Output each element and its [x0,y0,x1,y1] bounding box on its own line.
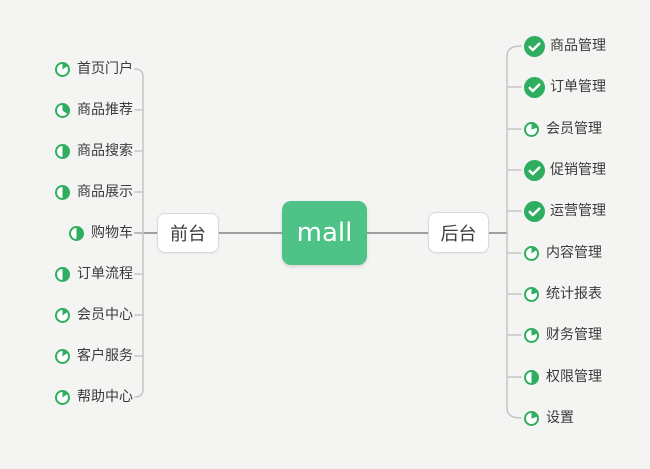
item-label: 财务管理 [546,327,602,343]
check-circle-icon [524,159,545,181]
pie-progress-icon [524,121,539,137]
item-label: 商品展示 [77,184,133,200]
pie-progress-icon [55,143,70,159]
item-label: 订单流程 [77,266,133,282]
mindmap-item-backend-7[interactable]: 财务管理 [524,324,602,346]
pie-progress-icon [55,102,70,118]
mindmap-item-backend-4[interactable]: 运营管理 [524,200,606,222]
item-label: 订单管理 [550,79,606,95]
mindmap-item-backend-0[interactable]: 商品管理 [524,35,606,57]
mindmap-item-backend-9[interactable]: 设置 [524,407,574,429]
item-label: 会员管理 [546,121,602,137]
item-label: 运营管理 [550,203,606,219]
branch-items-backend: 商品管理订单管理会员管理促销管理运营管理内容管理统计报表财务管理权限管理设置 [524,0,650,469]
node-root-label: mall [296,218,353,248]
mindmap-item-frontend-5[interactable]: 订单流程 [55,263,133,285]
mindmap-item-frontend-7[interactable]: 客户服务 [55,345,133,367]
mindmap-item-frontend-4[interactable]: 购物车 [69,222,133,244]
pie-progress-icon [69,225,84,241]
pie-progress-icon [524,245,539,261]
mindmap-item-frontend-2[interactable]: 商品搜索 [55,140,133,162]
mindmap-item-frontend-0[interactable]: 首页门户 [55,58,133,80]
item-label: 商品管理 [550,38,606,54]
mindmap-item-backend-8[interactable]: 权限管理 [524,366,602,388]
pie-progress-icon [55,61,70,77]
mindmap-item-backend-2[interactable]: 会员管理 [524,118,602,140]
item-label: 商品搜索 [77,143,133,159]
check-circle-icon [524,200,545,222]
node-backend[interactable]: 后台 [428,212,489,253]
item-label: 设置 [546,410,574,426]
pie-progress-icon [55,184,70,200]
item-label: 商品推荐 [77,102,133,118]
item-label: 促销管理 [550,162,606,178]
item-label: 内容管理 [546,245,602,261]
item-label: 首页门户 [77,61,133,77]
check-circle-icon [524,35,545,57]
item-label: 统计报表 [546,286,602,302]
pie-progress-icon [55,307,70,323]
pie-progress-icon [55,266,70,282]
item-label: 客户服务 [77,348,133,364]
item-label: 购物车 [91,225,133,241]
node-backend-label: 后台 [440,223,477,245]
node-frontend-label: 前台 [170,224,206,245]
pie-progress-icon [55,389,70,405]
item-label: 帮助中心 [77,389,133,405]
mindmap-item-backend-1[interactable]: 订单管理 [524,76,606,98]
branch-items-frontend: 首页门户商品推荐商品搜索商品展示购物车订单流程会员中心客户服务帮助中心 [0,0,133,469]
node-frontend[interactable]: 前台 [157,213,219,253]
mindmap-item-backend-3[interactable]: 促销管理 [524,159,606,181]
item-label: 权限管理 [546,369,602,385]
mindmap-item-frontend-3[interactable]: 商品展示 [55,181,133,203]
mindmap-item-frontend-6[interactable]: 会员中心 [55,304,133,326]
check-circle-icon [524,76,545,98]
pie-progress-icon [55,348,70,364]
item-label: 会员中心 [77,307,133,323]
pie-progress-icon [524,410,539,426]
mindmap-item-frontend-8[interactable]: 帮助中心 [55,386,133,408]
pie-progress-icon [524,369,539,385]
mindmap-item-backend-6[interactable]: 统计报表 [524,283,602,305]
mindmap-item-frontend-1[interactable]: 商品推荐 [55,99,133,121]
pie-progress-icon [524,327,539,343]
mindmap-item-backend-5[interactable]: 内容管理 [524,242,602,264]
pie-progress-icon [524,286,539,302]
node-root-mall[interactable]: mall [282,201,367,265]
